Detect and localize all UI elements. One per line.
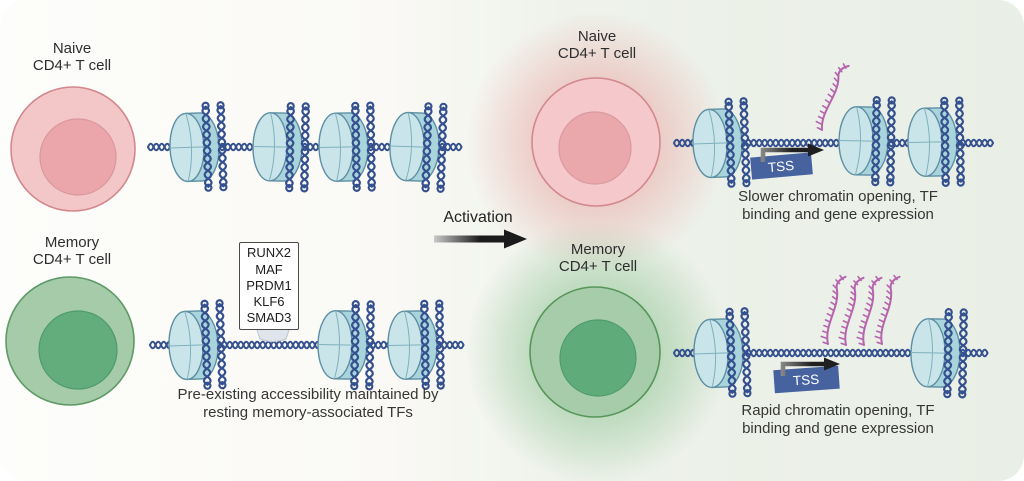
- memory-cell-left: [5, 276, 135, 406]
- label-line: Naive: [52, 40, 92, 57]
- label-line: CD4+ T cell: [558, 258, 638, 275]
- tss-label: TSS: [767, 158, 794, 175]
- tss-box-icon: TSS: [773, 357, 840, 394]
- tf-name: KLF6: [253, 294, 285, 310]
- label-line: CD4+ T cell: [32, 57, 112, 74]
- caption-left: Pre-existing accessibility maintained by…: [178, 386, 439, 421]
- nucleosome-icon: [386, 299, 446, 391]
- tf-name: SMAD3: [246, 310, 292, 326]
- tf-anchor-icon: [255, 326, 291, 342]
- memory-cell-right: [529, 286, 661, 418]
- activation-label: Activation: [443, 209, 513, 226]
- rna-transcript-icon: [855, 274, 883, 348]
- naive-cell-label-left: Naive CD4+ T cell: [33, 40, 111, 74]
- tf-name: RUNX2: [246, 245, 292, 261]
- caption-line: Pre-existing accessibility maintained by: [177, 386, 439, 403]
- cell-nucleus: [39, 118, 117, 196]
- nucleosome-icon: [909, 307, 969, 399]
- caption-line: binding and gene expression: [742, 205, 934, 223]
- tss-label: TSS: [792, 372, 819, 389]
- nucleosome-icon: [167, 101, 228, 194]
- caption-line: Rapid chromatin opening, TF: [741, 402, 935, 419]
- label-line: Memory: [44, 234, 100, 251]
- rna-transcript-icon: [819, 273, 847, 347]
- label-line: Memory: [570, 241, 626, 258]
- activation-arrow-icon: [434, 229, 527, 249]
- nucleosome-icon: [251, 101, 311, 193]
- nucleosome-icon: [317, 101, 377, 193]
- caption-line: Slower chromatin opening, TF: [738, 188, 938, 205]
- naive-cell-right: [531, 77, 661, 207]
- rna-transcript-icon: [837, 274, 865, 348]
- caption-line: resting memory-associated TFs: [203, 403, 413, 421]
- label-line: Naive: [577, 28, 617, 45]
- label-line: CD4+ T cell: [32, 251, 112, 268]
- caption-line: binding and gene expression: [742, 419, 934, 437]
- nucleosome-icon: [837, 95, 897, 187]
- caption-right-memory: Rapid chromatin opening, TF binding and …: [741, 402, 934, 437]
- tss-box-icon: TSS: [750, 143, 824, 180]
- nucleosome-icon: [387, 100, 448, 193]
- tf-box: RUNX2 MAF PRDM1 KLF6 SMAD3: [239, 242, 299, 330]
- cell-nucleus: [559, 319, 637, 397]
- cell-nucleus: [38, 310, 118, 390]
- memory-cell-label-right: Memory CD4+ T cell: [559, 241, 637, 275]
- naive-cell-left: [10, 86, 136, 212]
- memory-cell-label-left: Memory CD4+ T cell: [33, 234, 111, 268]
- tf-name: PRDM1: [246, 277, 292, 293]
- nucleosome-icon: [906, 96, 966, 188]
- nucleosome-icon: [166, 299, 227, 392]
- naive-cell-label-right: Naive CD4+ T cell: [558, 28, 636, 62]
- caption-right-naive: Slower chromatin opening, TF binding and…: [738, 188, 938, 223]
- cell-nucleus: [558, 111, 632, 185]
- nucleosome-icon: [316, 299, 376, 391]
- label-line: CD4+ T cell: [557, 45, 637, 62]
- tf-name: MAF: [255, 261, 283, 277]
- rna-transcript-icon: [873, 273, 901, 347]
